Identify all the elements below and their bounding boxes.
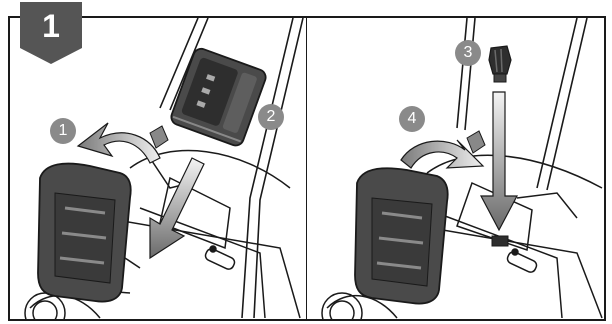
panel-right-illustration	[307, 18, 606, 321]
callout-4: 4	[399, 106, 425, 132]
lift-arrow	[78, 123, 160, 163]
step-number: 1	[20, 8, 82, 45]
key-slot	[492, 236, 508, 246]
latch	[150, 126, 168, 148]
callout-3: 3	[455, 40, 481, 66]
callout-1: 1	[50, 118, 76, 144]
battery-pack-icon	[169, 47, 268, 148]
callout-2: 2	[258, 104, 284, 130]
step-number-badge: 1	[20, 2, 82, 64]
panel-insert-key: 3 4	[306, 16, 606, 321]
battery-cover-open	[38, 164, 131, 302]
key-insert-arrow	[481, 92, 517, 230]
insert-arrow	[150, 158, 204, 258]
safety-key-icon	[489, 46, 511, 82]
battery-cover-closed	[355, 168, 448, 303]
latch-right	[467, 131, 485, 153]
